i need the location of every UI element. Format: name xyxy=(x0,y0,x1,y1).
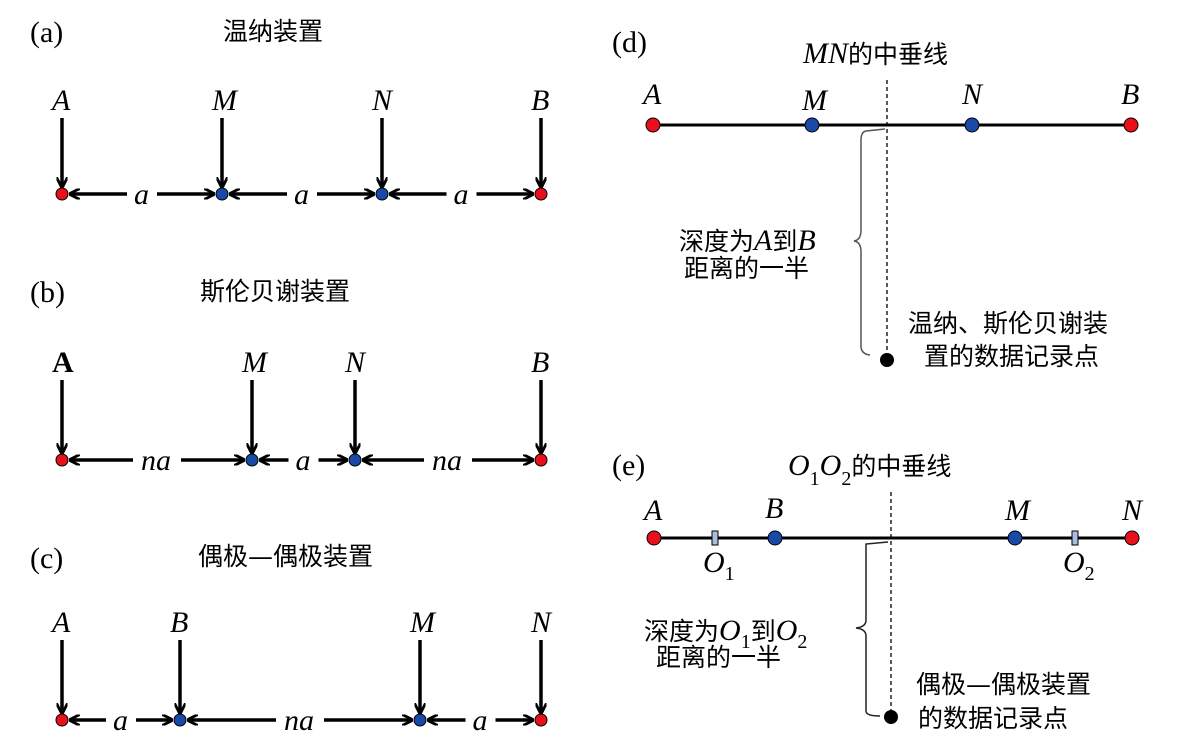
depth-brace xyxy=(853,128,886,356)
record-label-line2: 置的数据记录点 xyxy=(924,342,1099,371)
potential-electrode xyxy=(173,713,187,727)
electrode-label-a: A xyxy=(642,494,663,527)
dipole-center-marker xyxy=(1071,530,1079,546)
potential-electrode xyxy=(1007,530,1023,546)
depth-brace xyxy=(855,541,889,717)
panel-b-tag: (b) xyxy=(30,276,65,309)
electrode-label-n: N xyxy=(1121,494,1144,527)
current-electrode xyxy=(534,713,548,727)
record-label-line1: 偶极—偶极装置 xyxy=(916,670,1091,699)
depth-note-line2: 距离的一半 xyxy=(684,254,809,283)
spacing-label: a xyxy=(134,178,149,211)
panel-c-title: 偶极—偶极装置 xyxy=(198,542,373,571)
electrode-label-n: N xyxy=(344,346,367,379)
panel-d-tag: (d) xyxy=(612,26,647,59)
panel-e: (e) O1O2的中垂线 A B M N O1 O2 深度为O1到O2 距离的一半 偶极—… xyxy=(612,449,1144,733)
potential-electrode xyxy=(215,187,229,201)
potential-electrode xyxy=(375,187,389,201)
electrode-label-b: B xyxy=(531,84,549,117)
spacing-label: a xyxy=(473,704,488,737)
record-label-line1: 温纳、斯伦贝谢装 xyxy=(908,309,1108,338)
electrode-label-m: M xyxy=(409,606,437,639)
spacing-label: a xyxy=(294,178,309,211)
panel-c-tag: (c) xyxy=(30,542,63,575)
potential-electrode xyxy=(245,453,259,467)
record-label-line2: 的数据记录点 xyxy=(918,704,1068,733)
panel-a-tag: (a) xyxy=(30,16,63,49)
panel-d-title-rest: 的中垂线 xyxy=(848,40,948,69)
electrode-label-n: N xyxy=(371,84,394,117)
electrode-label-b: B xyxy=(170,606,188,639)
potential-electrode xyxy=(964,117,980,133)
spacing-label: a xyxy=(454,178,469,211)
panel-c: (c) 偶极—偶极装置 A B M Na na a xyxy=(30,542,553,737)
electrode-label-m: M xyxy=(801,84,829,117)
electrode-label-n: N xyxy=(530,606,553,639)
current-electrode xyxy=(55,713,69,727)
potential-electrode xyxy=(767,530,783,546)
panel-b: (b) 斯伦贝谢装置 A M N Bna a na xyxy=(30,276,549,477)
electrode-label-m: M xyxy=(241,346,269,379)
spacing-label: a xyxy=(296,444,311,477)
electrode-label-a: A xyxy=(50,606,71,639)
depth-note-line1: 深度为O1到O2 xyxy=(644,614,807,653)
spacing-label: na xyxy=(432,444,462,477)
potential-electrode xyxy=(413,713,427,727)
record-point xyxy=(880,353,894,367)
electrode-label-m: M xyxy=(1004,494,1032,527)
depth-note-line1: 深度为A到B xyxy=(679,224,816,257)
depth-note-line2: 距离的一半 xyxy=(656,643,781,672)
panel-b-title: 斯伦贝谢装置 xyxy=(200,277,350,306)
electrode-label-n: N xyxy=(961,78,984,111)
panel-a: (a) 温纳装置 A M N Ba a a xyxy=(30,16,549,211)
potential-electrode xyxy=(348,453,362,467)
potential-electrode xyxy=(804,117,820,133)
electrode-label-b: B xyxy=(1121,78,1139,111)
panel-a-title: 温纳装置 xyxy=(223,17,323,46)
electrode-label-m: M xyxy=(211,84,239,117)
electrode-label-b: B xyxy=(765,492,783,525)
dipole-center-marker xyxy=(711,530,719,546)
current-electrode xyxy=(55,187,69,201)
electrode-label-a: A xyxy=(641,78,662,111)
record-point xyxy=(884,710,898,724)
electrode-label-a: A xyxy=(52,346,74,379)
spacing-label: na xyxy=(284,704,314,737)
electrode-label-a: A xyxy=(50,84,71,117)
current-electrode xyxy=(1123,117,1139,133)
current-electrode xyxy=(646,530,662,546)
spacing-label: a xyxy=(113,704,128,737)
panel-e-title: O1O2的中垂线 xyxy=(788,449,951,490)
dipole-center-label: O1 xyxy=(703,546,735,585)
current-electrode xyxy=(534,453,548,467)
current-electrode xyxy=(1124,530,1140,546)
current-electrode xyxy=(534,187,548,201)
current-electrode xyxy=(645,117,661,133)
panel-e-tag: (e) xyxy=(612,449,645,482)
dipole-center-label: O2 xyxy=(1063,546,1095,585)
electrode-label-b: B xyxy=(531,346,549,379)
panel-d-title: MN的中垂线 xyxy=(802,37,948,70)
current-electrode xyxy=(55,453,69,467)
panel-d-title-mn: MN xyxy=(802,37,850,70)
spacing-label: na xyxy=(141,444,171,477)
